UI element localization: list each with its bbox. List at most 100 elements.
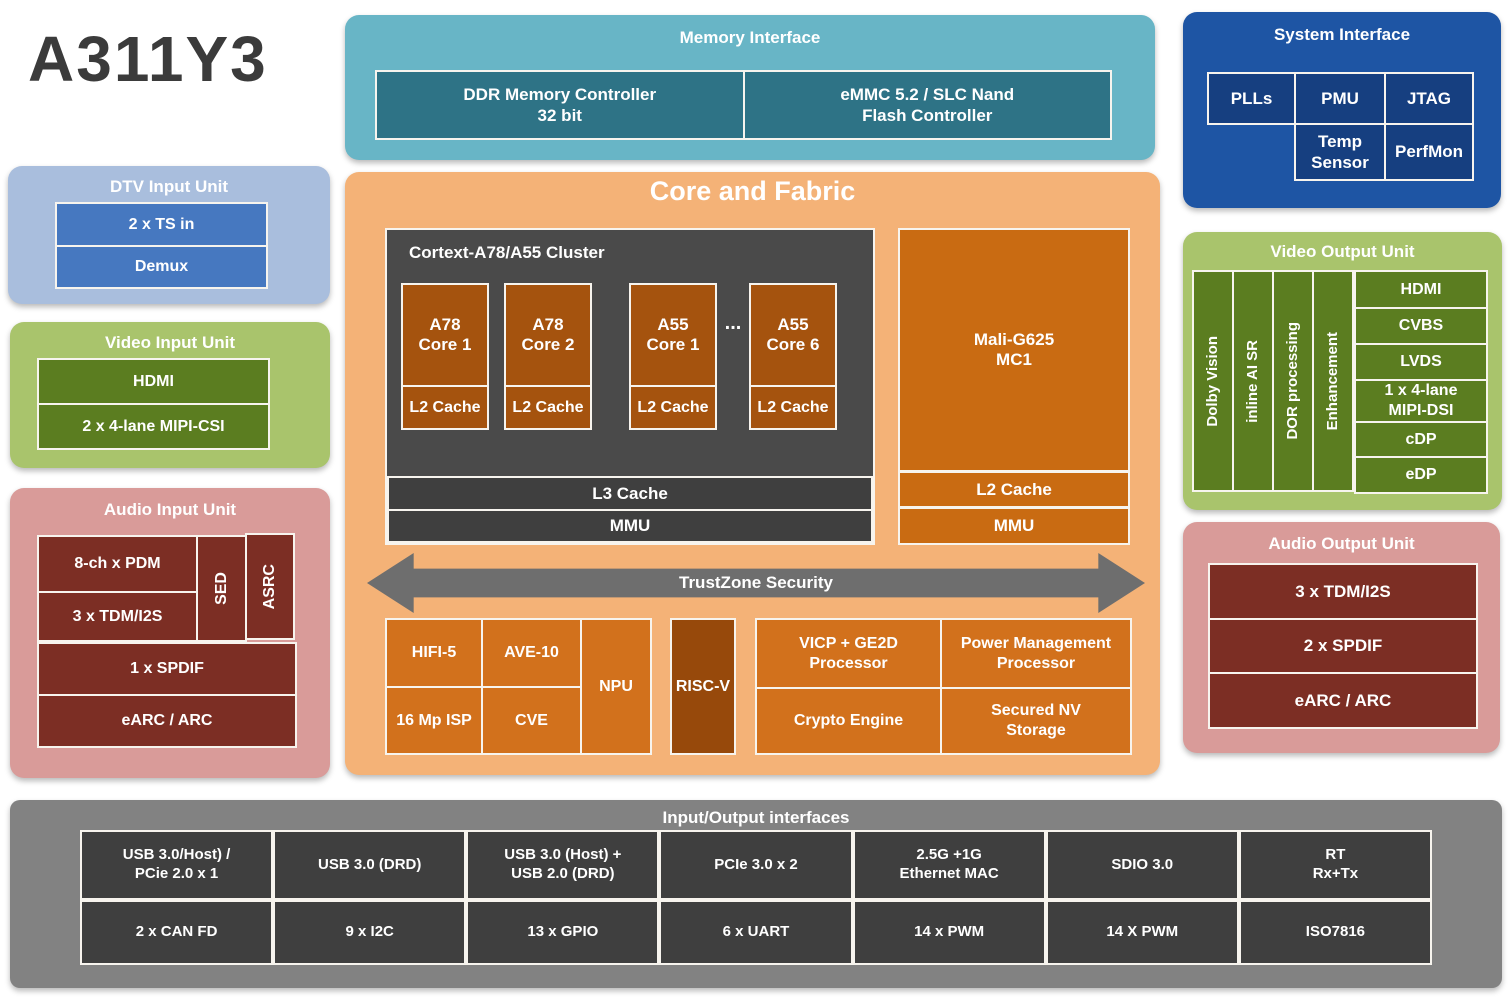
earc-out-cell: eARC / ARC (1208, 672, 1478, 729)
uart-cell: 6 x UART (659, 900, 853, 965)
memory-interface-panel: Memory Interface DDR Memory Controller 3… (345, 15, 1155, 160)
audio-output-panel: Audio Output Unit 3 x TDM/I2S 2 x SPDIF … (1183, 522, 1500, 753)
l2-cache-label: L2 Cache (512, 398, 584, 416)
dtv-input-title: DTV Input Unit (109, 177, 229, 196)
chip-title: A311Y3 (28, 23, 268, 95)
memory-interface-title: Memory Interface (679, 28, 821, 47)
cvbs-cell: CVBS (1354, 307, 1488, 345)
io-title: Input/Output interfaces (662, 808, 850, 827)
riscv-cell: RISC-V (670, 618, 736, 755)
a78-core2-cell: A78 Core 2 L2 Cache (504, 283, 592, 430)
core-name: A78 Core 2 (506, 285, 590, 387)
jtag-cell: JTAG (1384, 72, 1474, 125)
dtv-input-panel: DTV Input Unit 2 x TS in Demux (8, 166, 330, 304)
ave-cell: AVE-10 (481, 618, 582, 688)
gpu-mmu-row: MMU (900, 506, 1128, 543)
ddr-controller-cell: DDR Memory Controller 32 bit (375, 70, 745, 140)
mipi-csi-cell: 2 x 4-lane MIPI-CSI (37, 403, 270, 450)
system-interface-panel: System Interface PLLs PMU JTAG Temp Sens… (1183, 12, 1501, 208)
video-input-panel: Video Input Unit HDMI 2 x 4-lane MIPI-CS… (10, 322, 330, 468)
nv-storage-cell: Secured NV Storage (940, 687, 1132, 755)
perfmon-cell: PerfMon (1384, 123, 1474, 181)
gpu-name: Mali-G625 MC1 (973, 330, 1055, 369)
sdio-cell: SDIO 3.0 (1045, 830, 1239, 900)
asrc-cell: ASRC (245, 533, 295, 640)
vicp-cell: VICP + GE2D Processor (755, 618, 942, 689)
a55-core1-cell: A55 Core 1 L2 Cache (629, 283, 717, 430)
dtv-input-cells: 2 x TS in Demux (55, 202, 268, 289)
io-panel: Input/Output interfaces USB 3.0/Host) / … (10, 800, 1502, 988)
demux-cell: Demux (55, 245, 268, 289)
memory-interface-cells: DDR Memory Controller 32 bit eMMC 5.2 / … (375, 70, 1112, 140)
core-name: A55 Core 6 (751, 285, 835, 387)
crypto-engine-cell: Crypto Engine (755, 687, 942, 755)
dor-processing-label: DOR processing (1283, 322, 1301, 440)
pcie3-cell: PCIe 3.0 x 2 (659, 830, 853, 900)
ethernet-cell: 2.5G +1G Ethernet MAC (852, 830, 1046, 900)
cluster-title: Cortext-A78/A55 Cluster (409, 243, 605, 262)
lvds-cell: LVDS (1354, 343, 1488, 381)
video-output-cells: Dolby Vision inline AI SR DOR processing… (1192, 270, 1488, 494)
tdm-in-cell: 3 x TDM/I2S (37, 591, 198, 642)
a55-core6-cell: A55 Core 6 L2 Cache (749, 283, 837, 430)
usb-pcie-cell: USB 3.0/Host) / PCie 2.0 x 1 (80, 830, 274, 900)
audio-input-panel: Audio Input Unit 8-ch x PDM 3 x TDM/I2S … (10, 488, 330, 778)
hdmi-out-cell: HDMI (1354, 270, 1488, 309)
iso7816-cell: ISO7816 (1238, 900, 1432, 965)
pmu-cell: PMU (1294, 72, 1386, 125)
video-input-cells: HDMI 2 x 4-lane MIPI-CSI (37, 358, 270, 450)
hifi-cell: HIFI-5 (385, 618, 483, 688)
usb-host-drd-cell: USB 3.0 (Host) + USB 2.0 (DRD) (466, 830, 660, 900)
i2c-cell: 9 x I2C (273, 900, 467, 965)
tdm-out-cell: 3 x TDM/I2S (1208, 563, 1478, 620)
audio-output-cells: 3 x TDM/I2S 2 x SPDIF eARC / ARC (1208, 563, 1478, 729)
system-interface-title: System Interface (1273, 25, 1411, 44)
cve-cell: CVE (481, 686, 582, 755)
core-name: A55 Core 1 (631, 285, 715, 387)
spdif-in-cell: 1 x SPDIF (37, 642, 297, 696)
ai-sr-column: inline AI SR (1232, 270, 1274, 492)
audio-input-title: Audio Input Unit (103, 500, 237, 519)
dor-processing-column: DOR processing (1272, 270, 1314, 492)
dolby-vision-column: Dolby Vision (1192, 270, 1234, 492)
enhancement-label: Enhancement (1323, 331, 1341, 431)
enhancement-column: Enhancement (1312, 270, 1354, 492)
core-fabric-panel: Core and Fabric Cortext-A78/A55 Cluster … (345, 172, 1160, 775)
pdm-cell: 8-ch x PDM (37, 535, 198, 593)
asrc-label: ASRC (261, 563, 278, 610)
mipi-dsi-cell: 1 x 4-lane MIPI-DSI (1354, 379, 1488, 423)
sed-label: SED (212, 572, 230, 605)
spdif-out-cell: 2 x SPDIF (1208, 618, 1478, 674)
isp-cell: 16 Mp ISP (385, 686, 483, 755)
core-fabric-title: Core and Fabric (649, 176, 856, 206)
security-block: VICP + GE2D Processor Power Management P… (755, 618, 1132, 755)
dsp-block: HIFI-5 AVE-10 NPU 16 Mp ISP CVE (385, 618, 652, 755)
l2-cache-label: L2 Cache (409, 398, 481, 416)
pwm-cell-2: 14 X PWM (1045, 900, 1239, 965)
video-output-title: Video Output Unit (1270, 242, 1415, 261)
hdmi-in-cell: HDMI (37, 358, 270, 405)
video-input-title: Video Input Unit (104, 333, 235, 352)
gpu-block: Mali-G625 MC1 L2 Cache MMU (898, 228, 1130, 545)
earc-in-cell: eARC / ARC (37, 694, 297, 748)
plls-cell: PLLs (1207, 72, 1296, 125)
usb-drd-cell: USB 3.0 (DRD) (273, 830, 467, 900)
cdp-cell: cDP (1354, 421, 1488, 458)
temp-sensor-cell: Temp Sensor (1294, 123, 1386, 181)
cluster-mmu-row: MMU (387, 509, 873, 543)
emmc-controller-cell: eMMC 5.2 / SLC Nand Flash Controller (742, 70, 1112, 140)
a78-core1-cell: A78 Core 1 L2 Cache (401, 283, 489, 430)
ai-sr-label: inline AI SR (1243, 339, 1261, 423)
gpu-l2-cache-row: L2 Cache (900, 470, 1128, 506)
video-output-panel: Video Output Unit Dolby Vision inline AI… (1183, 232, 1502, 510)
audio-input-cells: 8-ch x PDM 3 x TDM/I2S SED ASRC 1 x SPDI… (37, 533, 297, 748)
npu-cell: NPU (580, 618, 652, 755)
power-mgmt-cell: Power Management Processor (940, 618, 1132, 689)
core-name: A78 Core 1 (403, 285, 487, 387)
cpu-cluster: Cortext-A78/A55 Cluster A78 Core 1 L2 Ca… (385, 228, 875, 545)
canfd-cell: 2 x CAN FD (80, 900, 274, 965)
l2-cache-label: L2 Cache (637, 398, 709, 416)
dolby-vision-label: Dolby Vision (1203, 335, 1221, 427)
trustzone-arrow: TrustZone Security (367, 553, 1145, 613)
